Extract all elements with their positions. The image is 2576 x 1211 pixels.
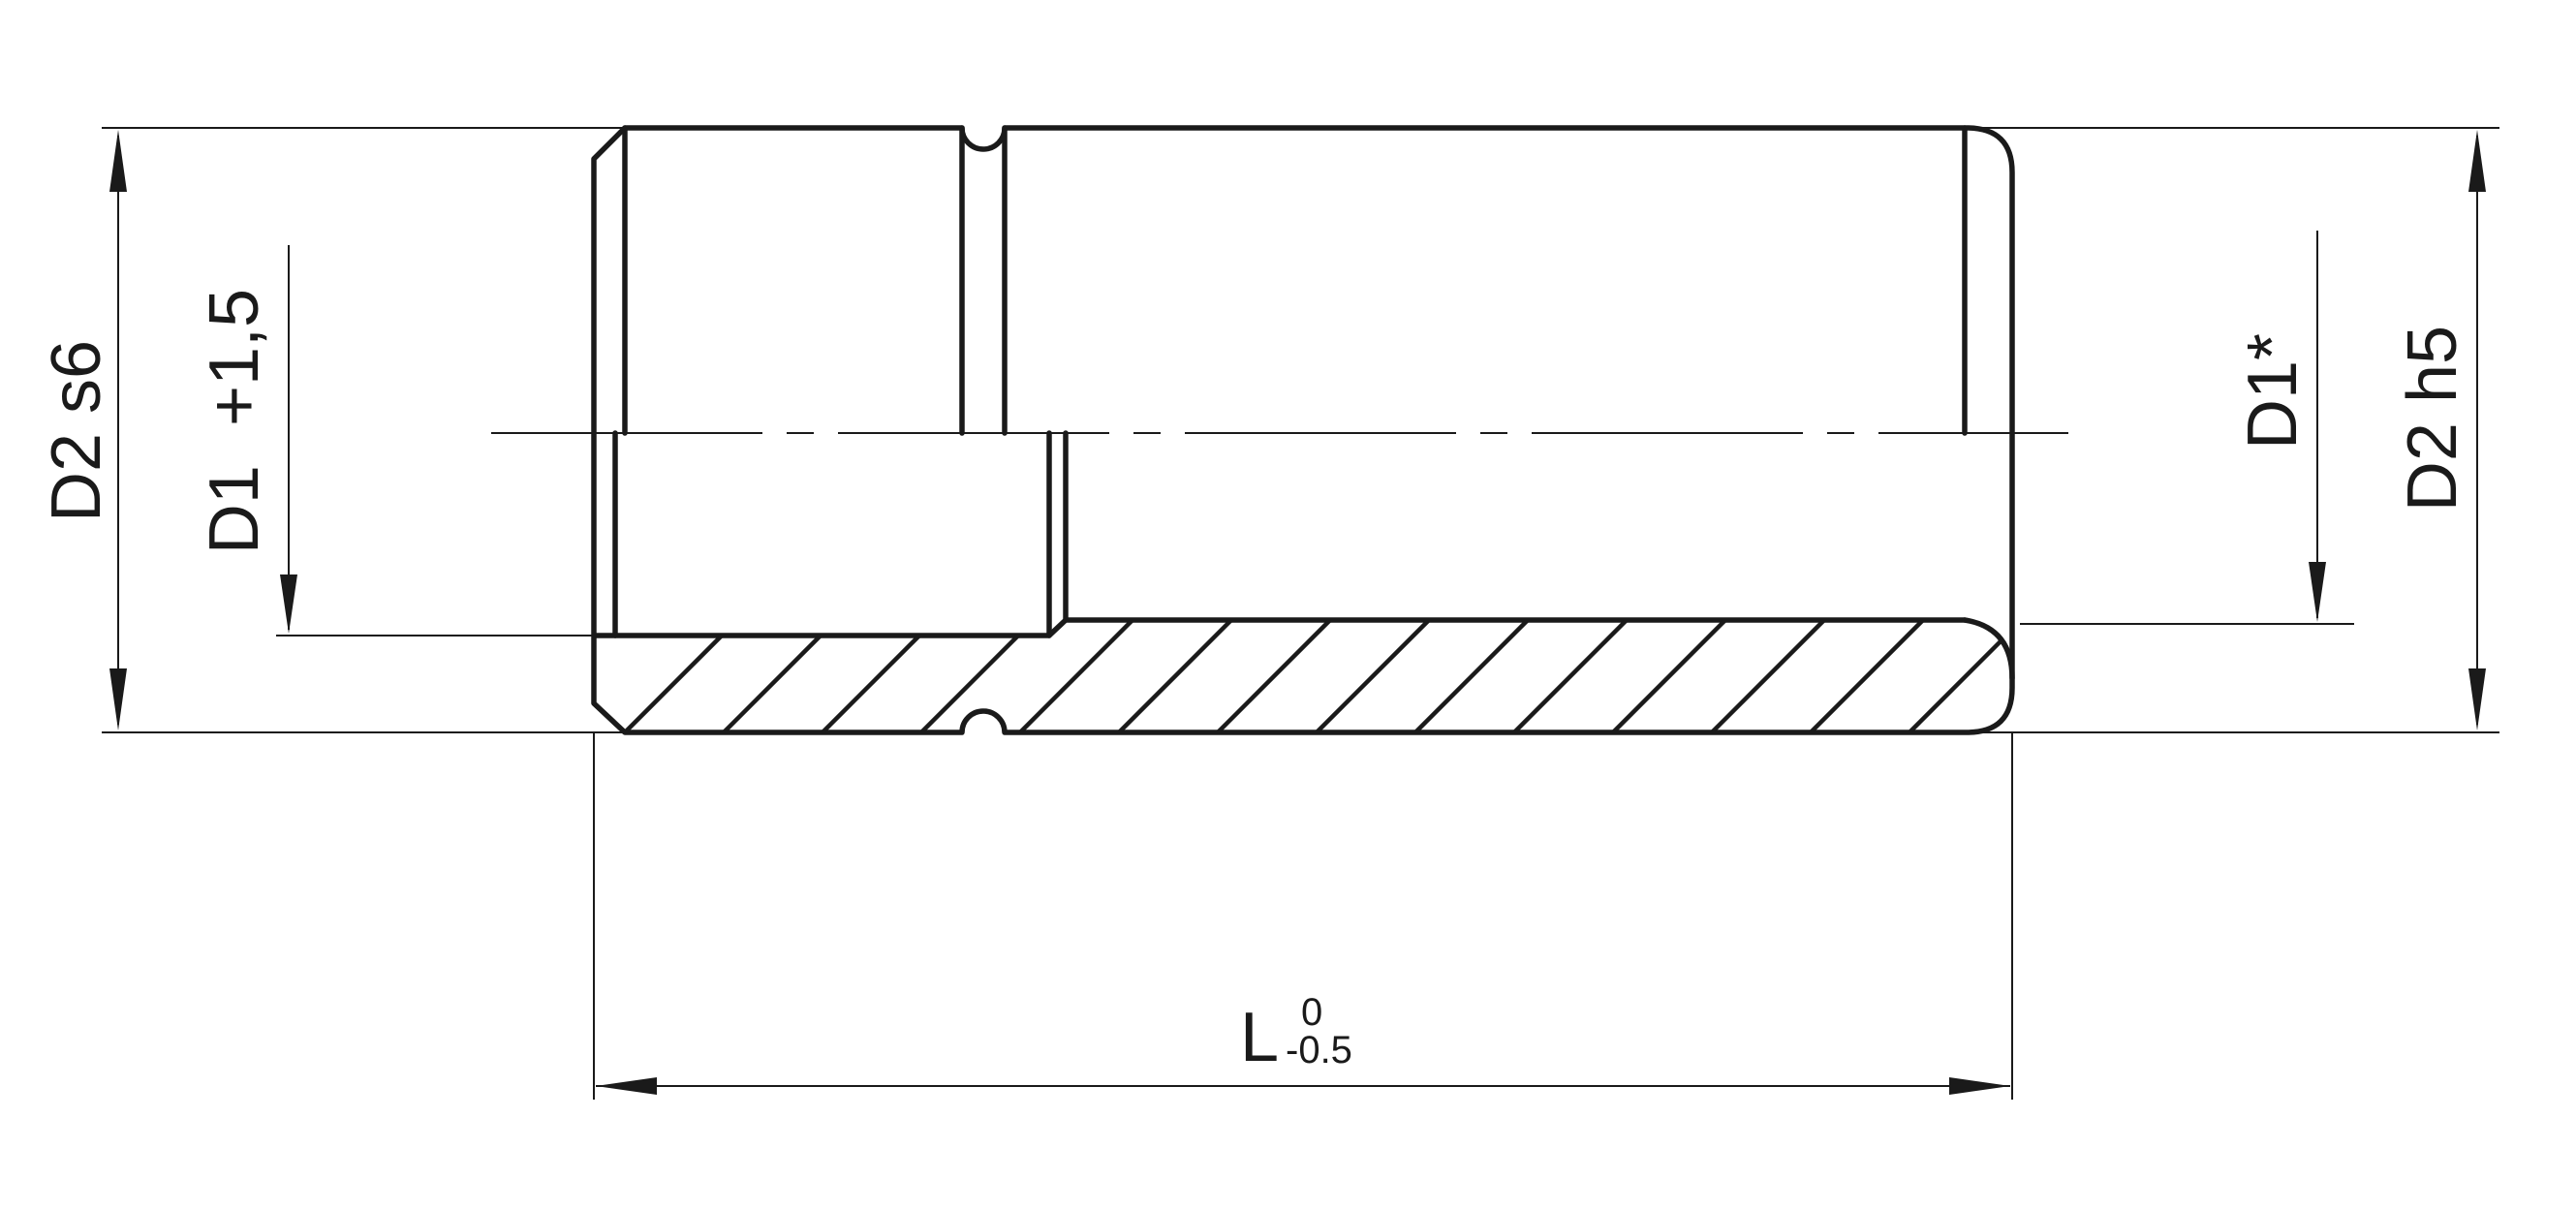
- label-d2-h5: D2 h5: [2394, 326, 2471, 512]
- extension-lines: [102, 127, 2499, 1100]
- arrow-left-icon: [596, 1077, 657, 1095]
- arrow-down-icon: [109, 668, 127, 730]
- section-hatching: [623, 620, 2012, 732]
- arrow-right-icon: [1949, 1077, 2010, 1095]
- arrow-up-icon: [2468, 130, 2486, 192]
- label-length-tol-lower: -0.5: [1286, 1029, 1352, 1071]
- label-d1-plus: D1 +1,5: [196, 289, 273, 554]
- dimension-length: [596, 1077, 2010, 1095]
- arrow-up-icon: [109, 130, 127, 192]
- dimension-d1-star: [2309, 231, 2326, 622]
- arrow-down-icon: [2309, 562, 2326, 622]
- bushing-outline: [591, 125, 2015, 735]
- dimension-d2-h5: [2468, 130, 2486, 730]
- label-length-tol-upper: 0: [1301, 991, 1322, 1034]
- arrow-down-icon: [280, 574, 297, 634]
- arrow-down-icon: [2468, 668, 2486, 730]
- label-d1-star: D1*: [2234, 333, 2312, 450]
- dimension-d2-s6: [109, 130, 127, 730]
- label-d2-s6: D2 s6: [38, 340, 115, 522]
- label-length: L: [1240, 999, 1279, 1076]
- dimension-d1-plus: [280, 245, 297, 634]
